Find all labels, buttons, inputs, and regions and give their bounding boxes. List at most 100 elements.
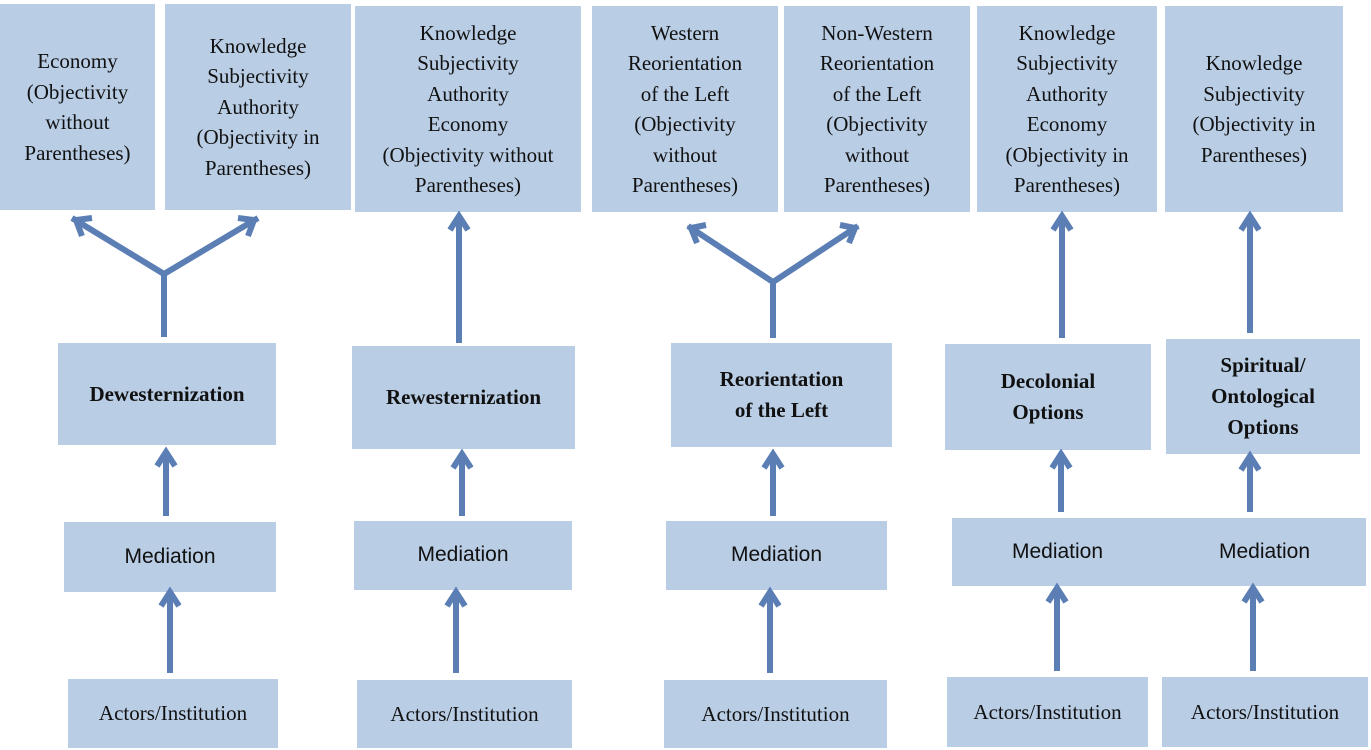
actors-label: Actors/Institution xyxy=(701,701,850,726)
actors-label: Actors/Institution xyxy=(390,701,539,726)
outcome-text: Economy xyxy=(37,49,118,73)
outcome-box-western-left: Western Reorientation of the Left (Objec… xyxy=(592,6,778,212)
outcome-box-spiritual: Knowledge Subjectivity (Objectivity in P… xyxy=(1165,6,1343,212)
outcome-text: Economy xyxy=(427,112,509,136)
outcome-text: without xyxy=(652,142,718,167)
outcome-text: of the Left xyxy=(640,81,730,106)
arrow-split-right xyxy=(162,215,260,277)
arrow-head xyxy=(1238,210,1262,232)
option-text: Dewesternization xyxy=(89,381,245,406)
outcome-box-decolonial: Knowledge Subjectivity Authority Economy… xyxy=(977,6,1157,212)
actors-label: Actors/Institution xyxy=(1190,699,1340,724)
outcome-text: Subjectivity xyxy=(207,64,309,89)
outcome-text: Authority xyxy=(217,94,299,119)
outcome-text: Parentheses) xyxy=(24,140,131,165)
outcome-text: Subjectivity xyxy=(417,51,519,75)
outcome-text: Subjectivity xyxy=(1016,51,1118,75)
option-text: Reorientation xyxy=(719,367,844,391)
outcome-text: of the Left xyxy=(832,81,922,106)
arrow-head xyxy=(1050,210,1074,232)
outcome-text: Subjectivity xyxy=(1203,81,1305,106)
arrow-split-left xyxy=(70,215,166,277)
arrow-head-left xyxy=(686,222,707,245)
mediation-box-5: Mediation xyxy=(1163,518,1366,586)
option-text: Spiritual/ xyxy=(1220,353,1306,377)
outcome-text: without xyxy=(844,142,910,167)
actors-label: Actors/Institution xyxy=(98,701,248,726)
mediation-label: Mediation xyxy=(1218,539,1311,563)
outcome-text: Authority xyxy=(1026,81,1108,106)
outcome-text: Knowledge xyxy=(419,20,517,45)
option-box-spiritual-ontological: Spiritual/ Ontological Options xyxy=(1166,339,1360,454)
actors-box-2: Actors/Institution xyxy=(357,680,572,748)
mediation-label: Mediation xyxy=(730,543,823,567)
outcome-box-knowledge-authority: Knowledge Subjectivity Authority (Object… xyxy=(165,4,351,210)
option-text: Decolonial xyxy=(1000,369,1096,393)
outcome-text: (Objectivity without xyxy=(382,142,554,167)
actors-box-1: Actors/Institution xyxy=(68,679,278,748)
outcome-text: (Objectivity xyxy=(26,79,129,104)
outcome-text: (Objectivity in xyxy=(1005,142,1129,167)
arrow-head xyxy=(158,586,182,608)
actors-box-5: Actors/Institution xyxy=(1162,677,1368,747)
arrow-head-right xyxy=(237,215,259,238)
arrow-head-left xyxy=(71,215,93,238)
outcome-text: Reorientation xyxy=(819,51,935,75)
arrow-split-left xyxy=(686,223,775,285)
arrow-head xyxy=(450,448,474,470)
outcome-text: Economy xyxy=(1026,112,1108,136)
option-text: Rewesternization xyxy=(385,385,542,409)
option-box-rewesternization: Rewesternization xyxy=(352,346,575,449)
outcome-box-rewesternization: Knowledge Subjectivity Authority Economy… xyxy=(355,6,581,212)
outcome-text: (Objectivity xyxy=(634,112,736,136)
arrow-head-right xyxy=(839,222,860,245)
outcome-text: Knowledge xyxy=(1205,51,1303,75)
arrow-head xyxy=(761,448,785,470)
arrow-head xyxy=(447,210,471,232)
option-text: of the Left xyxy=(734,398,829,422)
outcome-text: Western xyxy=(650,20,720,45)
mediation-box-1: Mediation xyxy=(64,522,276,592)
arrow-head xyxy=(444,586,468,608)
actors-box-3: Actors/Institution xyxy=(664,680,887,748)
outcome-text: Parentheses) xyxy=(204,155,312,180)
arrow-head xyxy=(1238,450,1262,472)
outcome-text: Knowledge xyxy=(1018,20,1116,45)
outcome-text: (Objectivity xyxy=(826,112,928,136)
arrow-head xyxy=(1241,582,1265,604)
outcome-text: (Objectivity in xyxy=(1192,112,1316,136)
outcome-text: Reorientation xyxy=(627,51,743,75)
option-box-reorientation-left: Reorientation of the Left xyxy=(671,343,892,447)
option-box-decolonial: Decolonial Options xyxy=(945,344,1151,450)
outcome-text: Non-Western xyxy=(821,20,933,45)
outcome-box-non-western-left: Non-Western Reorientation of the Left (O… xyxy=(784,6,970,212)
arrow-head xyxy=(154,446,178,468)
option-box-dewesternization: Dewesternization xyxy=(58,343,276,445)
option-text: Options xyxy=(1227,415,1299,439)
arrow-split-right xyxy=(771,223,860,285)
outcome-text: Knowledge xyxy=(209,33,307,58)
outcome-text: without xyxy=(45,110,110,134)
mediation-box-3: Mediation xyxy=(666,521,887,590)
mediation-label: Mediation xyxy=(124,544,216,568)
outcome-text: Parentheses) xyxy=(1200,142,1308,167)
option-text: Options xyxy=(1012,400,1084,424)
outcome-text: (Objectivity in xyxy=(196,125,320,150)
mediation-label: Mediation xyxy=(417,543,509,567)
actors-label: Actors/Institution xyxy=(973,699,1122,724)
outcome-box-economy: Economy (Objectivity without Parentheses… xyxy=(0,4,155,210)
arrow-head xyxy=(1049,448,1073,470)
outcome-text: Parentheses) xyxy=(414,173,522,197)
arrow-head xyxy=(1045,582,1069,604)
outcome-text: Parentheses) xyxy=(1013,173,1121,197)
actors-box-4: Actors/Institution xyxy=(947,677,1148,747)
outcome-text: Authority xyxy=(427,81,509,106)
outcome-text: Parentheses) xyxy=(823,173,931,197)
mediation-box-2: Mediation xyxy=(354,521,572,590)
arrow-head xyxy=(758,586,782,608)
mediation-box-4: Mediation xyxy=(952,518,1163,586)
mediation-label: Mediation xyxy=(1011,539,1104,563)
option-text: Ontological xyxy=(1211,384,1315,408)
outcome-text: Parentheses) xyxy=(631,173,739,197)
